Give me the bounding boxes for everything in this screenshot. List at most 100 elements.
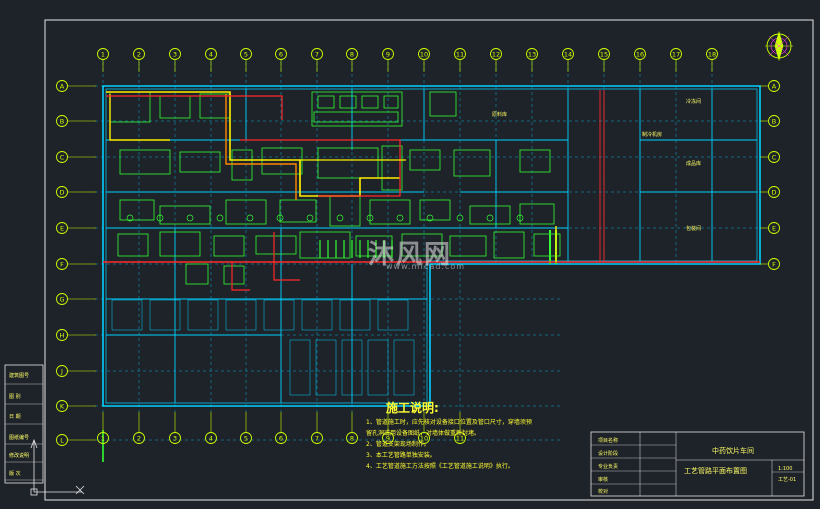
equipment-block	[339, 95, 357, 109]
title-block-row: 设计阶段	[598, 451, 619, 457]
equipment-block	[317, 147, 379, 179]
title-block-row: 审核	[598, 477, 609, 483]
equipment-block	[469, 205, 511, 225]
pipe-orange	[225, 94, 297, 200]
side-table-cell: 图 别	[9, 394, 21, 400]
left-axis-circle	[56, 293, 68, 305]
top-axis-circle	[346, 48, 358, 60]
equipment-block	[119, 149, 171, 175]
top-axis-circle	[562, 48, 574, 60]
equipment-tank	[366, 214, 374, 222]
left-axis-circle	[56, 329, 68, 341]
room-cell	[393, 339, 415, 396]
equipment-tank	[486, 214, 494, 222]
bottom-axis-label: 6	[279, 434, 283, 442]
top-axis-label: 18	[708, 50, 716, 58]
side-table-cell: 图纸编号	[9, 435, 30, 441]
room-cell	[367, 339, 389, 396]
top-axis-label: 16	[636, 50, 644, 58]
north-diagonal	[768, 35, 790, 57]
equipment-block	[119, 199, 155, 221]
top-axis-circle	[275, 48, 287, 60]
left-axis-circle	[56, 400, 68, 412]
equipment-block	[231, 149, 253, 181]
left-axis-circle	[56, 434, 68, 446]
equipment-block	[261, 147, 303, 175]
left-axis-label: L	[60, 436, 64, 444]
room-cell	[315, 339, 337, 396]
bottom-axis-circle	[418, 432, 430, 444]
north-arrow-icon	[765, 30, 793, 62]
top-axis-label: 7	[315, 50, 319, 58]
left-axis-label: J	[60, 367, 63, 375]
equipment-tank	[246, 214, 254, 222]
room-cell	[149, 299, 181, 331]
pipe-red	[240, 139, 401, 197]
notes-line-3: 2、管道支架现场制作。	[366, 441, 430, 448]
top-axis-label: 3	[173, 50, 177, 58]
left-axis-label: B	[60, 117, 64, 125]
top-axis-circle	[97, 48, 109, 60]
left-axis-label: D	[59, 188, 64, 196]
outer-border	[44, 19, 814, 501]
side-table-cell: 修改说明	[9, 453, 30, 459]
equipment-block	[317, 95, 335, 109]
equipment-tank	[426, 214, 434, 222]
notes-line-5: 4、工艺管道施工方法按照《工艺管道施工说明》执行。	[366, 463, 514, 470]
bottom-axis-circle	[205, 432, 217, 444]
notes-line-2: 留孔洞或用设备图纸，对墙体做重新封堵。	[366, 430, 481, 437]
right-axis-label: F	[772, 260, 776, 268]
bottom-axis-label: 1	[101, 434, 105, 442]
equipment-block	[381, 145, 403, 191]
bottom-axis-label: 11	[456, 434, 464, 442]
right-axis-label: B	[772, 117, 776, 125]
bottom-axis-label: 10	[420, 434, 428, 442]
bottom-axis-label: 2	[137, 434, 141, 442]
title-block-drawing-name: 工艺管路平面布置图	[684, 467, 747, 475]
bottom-axis-circle	[382, 432, 394, 444]
equipment-tank	[516, 214, 524, 222]
equipment-block	[453, 149, 491, 177]
bottom-axis-label: 5	[244, 434, 248, 442]
title-block-row: 专业负责	[598, 464, 619, 470]
left-axis-circle	[56, 222, 68, 234]
equipment-block	[369, 199, 411, 225]
notes-line-4: 3、本工艺管路单独安装。	[366, 452, 436, 459]
room-label: 原料库	[492, 112, 508, 118]
left-axis-label: A	[60, 82, 65, 90]
top-axis-label: 9	[386, 50, 390, 58]
pipe-red	[231, 262, 250, 291]
top-axis-circle	[526, 48, 538, 60]
top-axis-label: 13	[528, 50, 536, 58]
top-axis-circle	[490, 48, 502, 60]
side-table-cell: 版 次	[9, 471, 21, 477]
left-axis-label: F	[60, 260, 64, 268]
room-cell	[263, 299, 295, 331]
top-axis-circle	[382, 48, 394, 60]
left-axis-label: C	[60, 153, 65, 161]
equipment-block	[419, 199, 451, 221]
bottom-axis-circle	[240, 432, 252, 444]
title-block-row: 校对	[598, 489, 609, 495]
top-axis-circle	[454, 48, 466, 60]
equipment-block	[519, 203, 555, 225]
title-block-row: 项目名称	[598, 438, 619, 444]
equipment-block	[213, 235, 245, 257]
equipment-block	[299, 231, 351, 259]
right-axis-circle	[768, 80, 780, 92]
right-axis-circle	[768, 258, 780, 270]
equipment-block	[383, 95, 399, 109]
equipment-tank	[156, 214, 164, 222]
left-axis-circle	[56, 80, 68, 92]
left-axis-label: E	[60, 224, 64, 232]
room-label: 冷冻间	[686, 99, 702, 105]
ucs-x-mark	[75, 485, 85, 495]
bottom-axis-label: 3	[173, 434, 177, 442]
equipment-block	[185, 263, 209, 285]
room-cell	[289, 339, 311, 396]
right-axis-label: D	[771, 188, 776, 196]
watermark-url: www.mfcad.com	[386, 262, 466, 271]
